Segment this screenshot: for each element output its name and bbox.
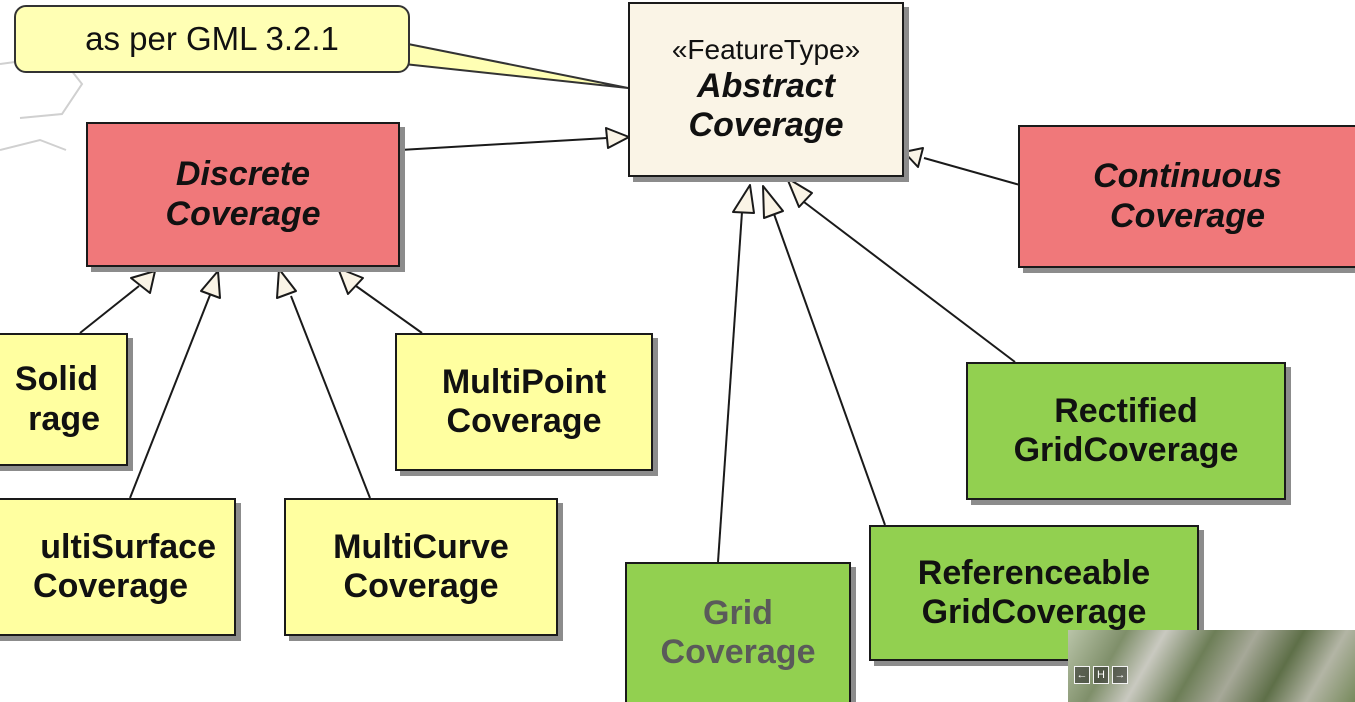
grid-to-abstract-line (717, 211, 743, 563)
discrete-to-abstract-line (399, 137, 608, 151)
generalization-arrowhead (200, 270, 221, 299)
note-anchor-line (403, 43, 629, 89)
discrete-coverage-name-line1: Discrete (175, 155, 311, 194)
generalization-arrowhead (605, 127, 630, 149)
nav-next-button[interactable]: → (1112, 666, 1128, 684)
multisurface-coverage-name-line2: Coverage (33, 567, 188, 605)
generalization-arrowhead (732, 184, 755, 214)
referenceable-gridcoverage-name-line1: Referenceable (917, 553, 1151, 592)
referenceable-to-abstract-line (773, 213, 886, 526)
continuous-coverage-name-line1: Continuous (1093, 157, 1282, 196)
grid-coverage-name-line2: Coverage (660, 633, 816, 671)
class-multisurface-coverage[interactable]: ultiSurface Coverage (0, 498, 236, 636)
rectified-gridcoverage-name-line2: GridCoverage (1013, 431, 1239, 469)
rectified-to-abstract-line (803, 201, 1016, 363)
class-multicurve-coverage[interactable]: MultiCurve Coverage (284, 498, 558, 636)
rectified-gridcoverage-name-line1: Rectified (1054, 391, 1198, 430)
generalization-arrowhead (276, 268, 297, 299)
discrete-coverage-name-line2: Coverage (165, 194, 321, 233)
note: as per GML 3.2.1 (14, 5, 410, 73)
multipoint-coverage-name-line2: Coverage (446, 402, 602, 440)
abstract-coverage-stereotype: «FeatureType» (671, 34, 861, 66)
aerial-image-thumbnail: ← H → (1068, 630, 1355, 702)
multisolid-coverage-name-line1: Solid (14, 360, 98, 399)
point-to-discrete-line (355, 285, 423, 334)
class-continuous-coverage[interactable]: Continuous Coverage (1018, 125, 1355, 268)
nav-home-button[interactable]: H (1093, 666, 1109, 684)
generalization-arrowhead (130, 270, 156, 294)
generalization-arrowhead (337, 267, 364, 295)
generalization-arrowhead (762, 185, 784, 219)
class-abstract-coverage[interactable]: «FeatureType» Abstract Coverage (628, 2, 904, 177)
thumbnail-nav: ← H → (1074, 666, 1128, 684)
multipoint-coverage-name-line1: MultiPoint (441, 362, 607, 401)
class-grid-coverage[interactable]: Grid Coverage (625, 562, 851, 702)
continuous-coverage-name-line2: Coverage (1110, 196, 1265, 235)
multicurve-coverage-name-line2: Coverage (343, 567, 499, 605)
multisurface-coverage-name-line1: ultiSurface (40, 527, 216, 566)
referenceable-gridcoverage-name-line2: GridCoverage (921, 593, 1147, 631)
nav-prev-button[interactable]: ← (1074, 666, 1090, 684)
abstract-coverage-name-line2: Coverage (688, 105, 844, 144)
surface-to-discrete-line (129, 294, 211, 499)
class-rectified-gridcoverage[interactable]: Rectified GridCoverage (966, 362, 1286, 500)
multisolid-coverage-name-line2: rage (28, 399, 100, 438)
grid-coverage-name-line1: Grid (703, 593, 773, 632)
multicurve-coverage-name-line1: MultiCurve (333, 527, 509, 566)
abstract-coverage-name-line1: Abstract (697, 66, 835, 105)
class-referenceable-gridcoverage[interactable]: Referenceable GridCoverage (869, 525, 1199, 661)
curve-to-discrete-line (290, 295, 371, 499)
continuous-to-abstract-line (923, 157, 1021, 186)
generalization-arrowhead (786, 177, 813, 208)
note-text: as per GML 3.2.1 (85, 20, 339, 57)
solid-to-discrete-line (79, 285, 140, 334)
class-multipoint-coverage[interactable]: MultiPoint Coverage (395, 333, 653, 471)
class-discrete-coverage[interactable]: Discrete Coverage (86, 122, 400, 267)
class-multisolid-coverage[interactable]: Solid rage (0, 333, 128, 466)
generalization-arrowhead (903, 147, 924, 168)
